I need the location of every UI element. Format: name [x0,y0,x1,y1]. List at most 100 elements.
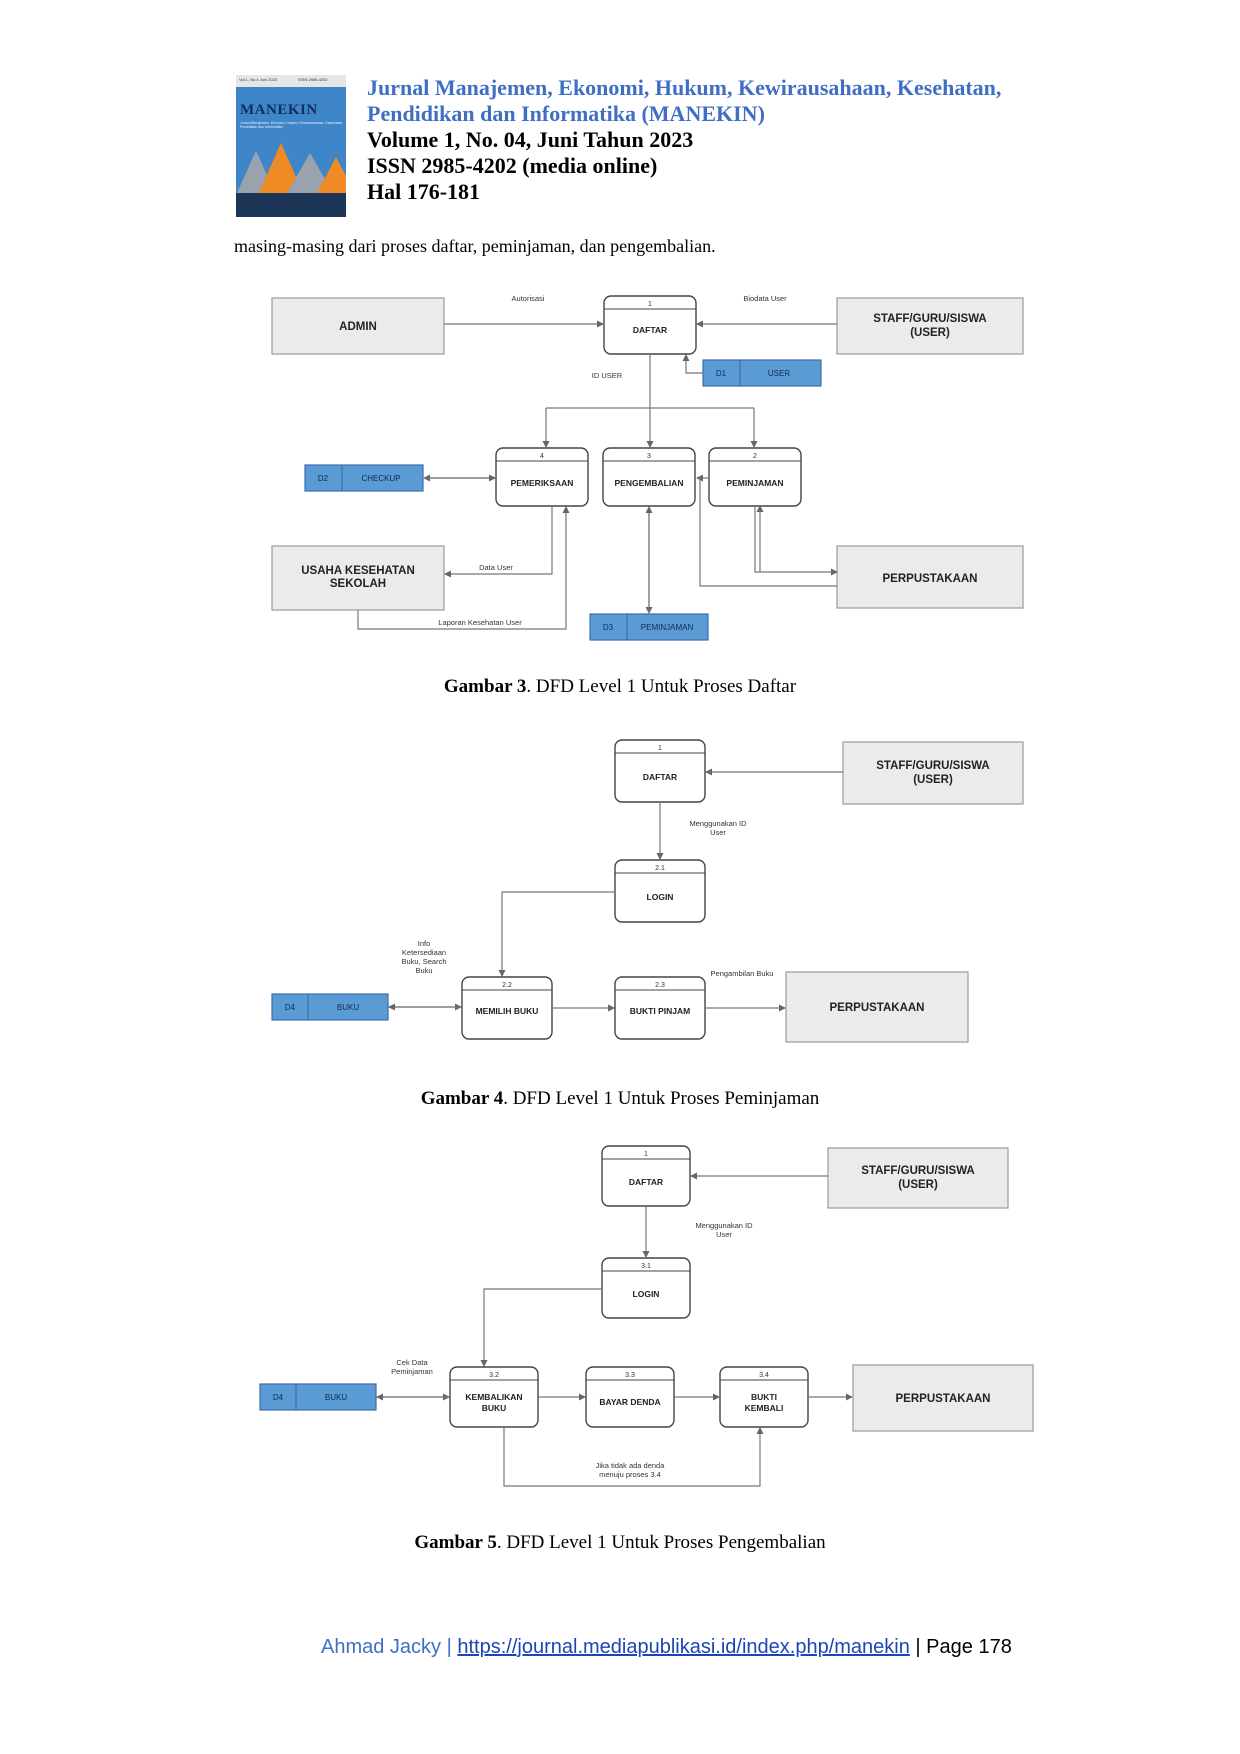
process-1-number: 1 [658,745,662,752]
journal-title-line1: Jurnal Manajemen, Ekonomi, Hukum, Kewira… [367,75,1002,100]
entity-admin [271,297,445,355]
process-3-4-label-2: KEMBALI [745,1403,784,1413]
process-3-4-label-1: BUKTI [751,1392,777,1402]
journal-title: Jurnal Manajemen, Ekonomi, Hukum, Kewira… [367,75,1087,127]
figure-3-dfd-daftar: ADMIN STAFF/GURU/SISWA (USER) USAHA KESE… [271,294,1024,641]
process-1-label: DAFTAR [643,772,677,782]
entity-user-label-1: STAFF/GURU/SISWA [861,1165,975,1177]
flow-label-info-2: Ketersediaan [402,948,446,957]
entity-perpustakaan-label: PERPUSTAKAAN [883,573,978,585]
journal-title-line2: Pendidikan dan Informatika (MANEKIN) [367,101,765,126]
process-3-2-label-1: KEMBALIKAN [465,1392,522,1402]
process-3-3-number: 3.3 [625,1372,635,1379]
process-2-3-number: 2.3 [655,982,665,989]
store-d4-label: BUKU [325,1393,347,1402]
process-1-number: 1 [644,1151,648,1158]
flow-label-jika-1: Jika tidak ada denda [596,1461,666,1470]
entity-uks [271,545,445,611]
flow-perpus-p3 [699,478,837,587]
journal-volume: Volume 1, No. 04, Juni Tahun 2023 [367,127,694,152]
entity-perpustakaan-label: PERPUSTAKAAN [896,1393,991,1405]
process-3-number: 3 [647,453,651,460]
entity-uks-label-2: SEKOLAH [330,578,386,590]
body-intro-text: masing-masing dari proses daftar, peminj… [234,236,716,256]
store-d4-buku [259,1383,377,1411]
figure-3-caption-label: Gambar 3 [443,676,527,697]
cover-brand: MANEKIN [240,102,318,118]
journal-cover-thumbnail: Vol.1, No.4 Juni 2023 ISSN 2985-4202 MAN… [236,75,346,217]
flow-p2-perpus [754,506,838,576]
figure-4-caption-label: Gambar 4 [420,1088,504,1109]
flow-label-laporan: Laporan Kesehatan User [438,618,522,627]
process-2-number: 2 [753,453,757,460]
store-d3-peminjaman [589,613,709,641]
figure-5-caption-label: Gambar 5 [414,1532,497,1553]
process-2-3-label: BUKTI PINJAM [630,1006,690,1016]
flow-label-menggunakan-1: Menggunakan ID [689,819,747,828]
cover-subtitle: Jurnal Manajemen, Ekonomi, Hukum, Kewira… [240,121,344,129]
store-d1-id: D1 [716,369,727,378]
process-2-2-number: 2.2 [502,982,512,989]
flow-label-datauser: Data User [479,563,513,572]
process-3-1-number: 3.1 [641,1263,651,1270]
entity-uks-label-1: USAHA KESEHATAN [301,565,415,577]
process-2-1-number: 2.1 [655,865,665,872]
flow-label-cek-1: Cek Data [396,1358,428,1367]
store-d4-id: D4 [273,1393,284,1402]
entity-user-label-2: (USER) [898,1179,938,1191]
flow-kembalikan-bukti-tanpa-denda [503,1427,764,1487]
process-1-label: DAFTAR [629,1177,663,1187]
process-3-2-label-2: BUKU [482,1403,507,1413]
cover-top-bar: Vol.1, No.4 Juni 2023 ISSN 2985-4202 [236,75,346,87]
store-d4-buku [271,993,389,1021]
flow-uks-p4 [357,506,570,630]
process-3-1-label: LOGIN [633,1289,660,1299]
footer-page-number: | Page 178 [909,1636,1012,1658]
store-d1-label: USER [768,369,790,378]
entity-user-label-2: (USER) [910,327,950,339]
process-1-label: DAFTAR [633,325,667,335]
store-d2-id: D2 [318,474,329,483]
flow-p4-uks [444,507,553,578]
footer-separator: | [441,1636,458,1658]
entity-user-label-1: STAFF/GURU/SISWA [876,760,990,772]
figure-5-dfd-pengembalian: 1 DAFTAR STAFF/GURU/SISWA (USER) Menggun… [259,1145,1034,1487]
cover-topline-left: Vol.1, No.4 Juni 2023 [239,77,278,82]
entity-perpustakaan-label: PERPUSTAKAAN [830,1002,925,1014]
flow-label-menggunakan-2: User [710,828,726,837]
journal-pages: Hal 176-181 [367,179,481,204]
entity-user [842,741,1024,805]
store-d3-label: PEMINJAMAN [641,623,694,632]
process-1-number: 1 [648,301,652,308]
flow-label-menggunakan-2: User [716,1230,732,1239]
flow-label-autorisasi: Autorisasi [512,294,545,303]
entity-perpustakaan [785,971,969,1043]
flow-label-cek-2: Peminjaman [391,1367,433,1376]
process-2-1-label: LOGIN [647,892,674,902]
journal-issn: ISSN 2985-4202 (media online) [367,153,658,178]
entity-user [836,297,1024,355]
figure-4-dfd-peminjaman: 1 DAFTAR STAFF/GURU/SISWA (USER) Menggun… [271,739,1024,1043]
entity-user-label-1: STAFF/GURU/SISWA [873,313,987,325]
entity-perpustakaan [836,545,1024,609]
process-3-1-login [601,1257,691,1319]
cover-mountain-art [236,143,346,195]
footer-journal-link[interactable]: https://journal.mediapublikasi.id/index.… [457,1636,910,1658]
process-4-number: 4 [540,453,544,460]
flow-label-menggunakan-1: Menggunakan ID [695,1221,753,1230]
flow-label-info-3: Buku, Search [401,957,446,966]
store-d4-id: D4 [285,1003,296,1012]
flow-d1-daftar [682,354,703,374]
flow-label-jika-2: menuju proses 3.4 [599,1470,661,1479]
process-2-1-login [614,859,706,923]
cover-bottom-band [236,193,346,217]
figure-5-caption: Gambar 5. DFD Level 1 Untuk Proses Penge… [0,1532,1240,1554]
process-3-2-number: 3.2 [489,1372,499,1379]
flow-label-pengambilan: Pengambilan Buku [711,969,774,978]
process-2-label: PEMINJAMAN [726,478,783,488]
entity-admin-label: ADMIN [339,321,377,333]
process-3-label: PENGEMBALIAN [615,478,684,488]
figure-3-caption: Gambar 3. DFD Level 1 Untuk Proses Dafta… [0,676,1240,698]
store-d3-id: D3 [603,623,614,632]
entity-perpustakaan [852,1364,1034,1432]
